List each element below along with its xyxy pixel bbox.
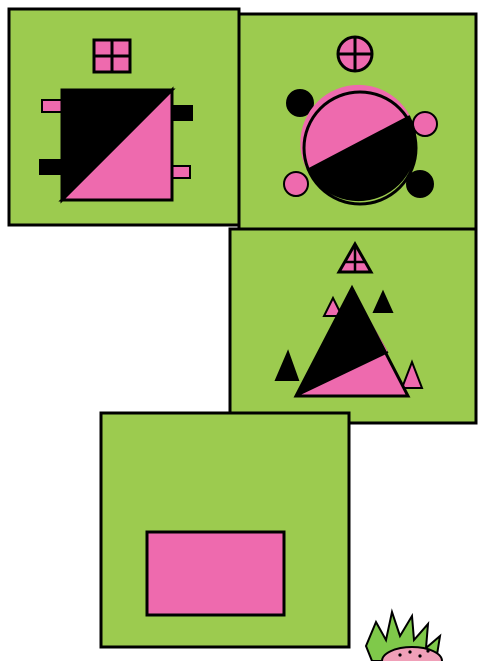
black-dot-top-left (287, 90, 313, 116)
black-tab-left (40, 160, 62, 174)
square-panel (9, 9, 239, 225)
rectangle-main-shape (147, 532, 284, 615)
circle-panel (239, 14, 476, 230)
square-main-shape (62, 90, 172, 200)
answer-panel (101, 413, 349, 647)
pink-dot-bottom-left (284, 172, 308, 196)
pink-tab-left (42, 100, 62, 112)
strawberry-mascot-icon (366, 612, 442, 661)
circle-main-shape (300, 85, 416, 204)
square-grid-icon (94, 40, 130, 72)
pink-dot-top-right (413, 112, 437, 136)
triangle-panel (230, 229, 476, 423)
circle-cross-icon (338, 37, 372, 71)
black-dot-bottom-right (407, 171, 433, 197)
